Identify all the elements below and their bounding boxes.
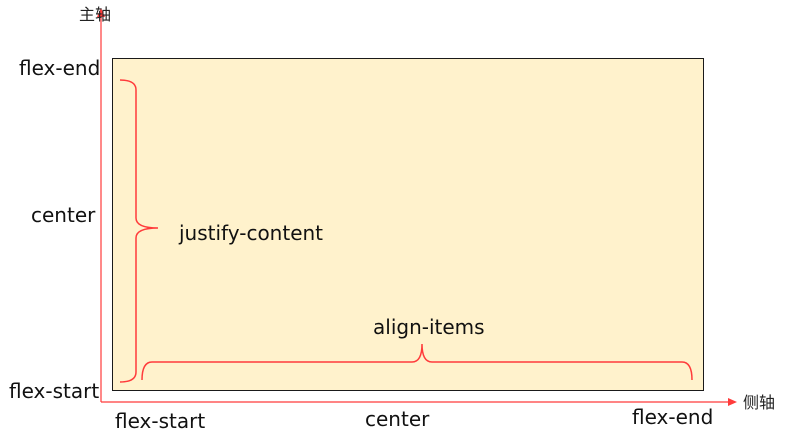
flex-container-box [112, 58, 704, 391]
cross-axis-arrowhead [728, 398, 737, 406]
cross-axis-label: 侧轴 [743, 393, 776, 412]
main-axis-flex-end-label: flex-end [19, 56, 101, 80]
main-axis-flex-start-label: flex-start [9, 379, 100, 403]
align-items-annotation: align-items [373, 315, 485, 339]
cross-axis-flex-start-label: flex-start [115, 409, 206, 433]
main-axis-center-label: center [31, 203, 96, 227]
cross-axis-flex-end-label: flex-end [632, 405, 714, 429]
cross-axis-center-label: center [365, 407, 430, 431]
justify-content-brace [119, 79, 159, 383]
main-axis-label: 主轴 [79, 5, 112, 24]
justify-content-annotation: justify-content [179, 221, 324, 245]
main-axis-arrowhead [97, 8, 105, 17]
align-items-brace [141, 343, 693, 381]
